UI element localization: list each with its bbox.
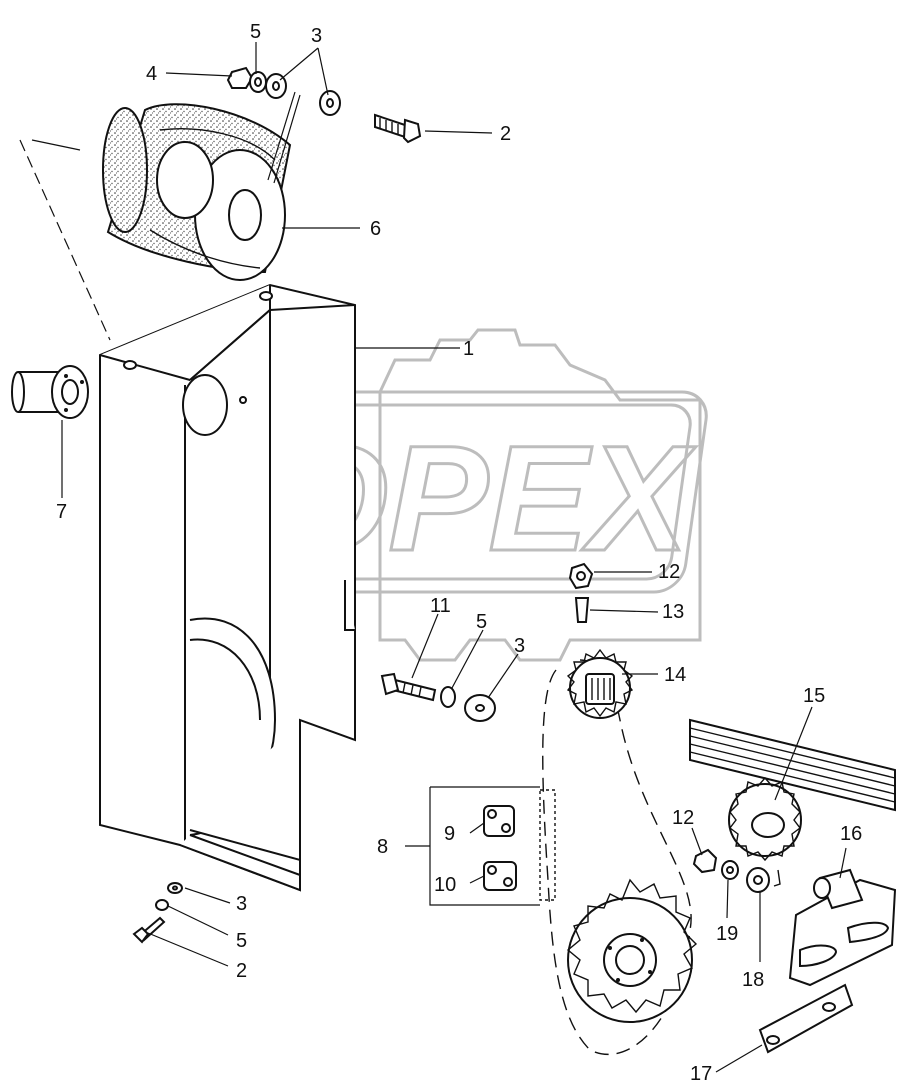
callout-11: 11 bbox=[430, 595, 451, 617]
guide-dashed-line bbox=[19, 139, 111, 341]
large-sprocket bbox=[566, 878, 698, 1023]
leader-stud bbox=[267, 91, 301, 184]
callout-4: 4 bbox=[146, 63, 157, 85]
bolt-2-bottom bbox=[132, 916, 166, 944]
offset-link-10 bbox=[483, 861, 517, 891]
callout-1: 1 bbox=[463, 338, 474, 360]
callout-8: 8 bbox=[377, 836, 388, 858]
washer-3-top-a bbox=[265, 73, 287, 99]
callout-2-top: 2 bbox=[500, 123, 511, 145]
callout-19: 19 bbox=[716, 923, 738, 945]
sprocket-14 bbox=[566, 648, 634, 719]
callout-15: 15 bbox=[803, 685, 825, 707]
sprocket-15 bbox=[728, 776, 802, 862]
leader-lines bbox=[61, 42, 847, 1073]
pin-13 bbox=[574, 597, 590, 623]
callout-3-mid: 3 bbox=[514, 635, 525, 657]
callout-14: 14 bbox=[664, 664, 686, 686]
callout-12-bottom: 12 bbox=[672, 807, 694, 829]
callout-13: 13 bbox=[662, 601, 684, 623]
callout-16: 16 bbox=[840, 823, 862, 845]
callout-12-top: 12 bbox=[658, 561, 680, 583]
lock-washer-5-mid bbox=[440, 686, 456, 708]
callout-labels: 4 5 3 2 6 1 7 3 5 2 11 5 3 12 13 14 15 1… bbox=[56, 21, 862, 1084]
nut-12-bottom bbox=[692, 848, 718, 874]
callout-5-mid: 5 bbox=[476, 611, 487, 633]
callout-2-bottom: 2 bbox=[236, 960, 247, 982]
nut-12-top bbox=[568, 562, 594, 590]
lock-washer-5-top bbox=[249, 71, 267, 93]
callout-18: 18 bbox=[742, 969, 764, 991]
washer-18 bbox=[746, 867, 770, 893]
callout-10: 10 bbox=[434, 874, 456, 896]
bracket-8 bbox=[429, 786, 540, 906]
roller-chain bbox=[539, 659, 692, 1056]
callout-9: 9 bbox=[444, 823, 455, 845]
callout-3-top: 3 bbox=[311, 25, 322, 47]
plate-17 bbox=[758, 983, 854, 1054]
connecting-link-9 bbox=[483, 805, 515, 837]
drum-pulley bbox=[102, 103, 292, 281]
callout-5-bottom: 5 bbox=[236, 930, 247, 952]
housing-guard bbox=[99, 283, 356, 892]
nut-4 bbox=[226, 66, 254, 89]
bolt-2-top bbox=[374, 113, 422, 144]
callout-5-top: 5 bbox=[250, 21, 261, 43]
washer-3-bottom bbox=[167, 882, 183, 894]
callout-7: 7 bbox=[56, 501, 67, 523]
washer-3-top-b bbox=[319, 90, 341, 116]
tensioner-arm-16 bbox=[788, 868, 897, 987]
callout-6: 6 bbox=[370, 218, 381, 240]
splined-shaft bbox=[689, 718, 896, 812]
bolt-11 bbox=[380, 672, 437, 702]
lock-washer-19 bbox=[721, 860, 739, 880]
hub-spacer-7 bbox=[11, 365, 89, 419]
callout-3-bottom: 3 bbox=[236, 893, 247, 915]
pin-mark bbox=[773, 869, 781, 887]
washer-3-mid bbox=[464, 694, 496, 722]
callout-17: 17 bbox=[690, 1063, 712, 1084]
watermark-gear-outline bbox=[378, 328, 702, 662]
lock-washer-5-bottom bbox=[155, 899, 169, 911]
